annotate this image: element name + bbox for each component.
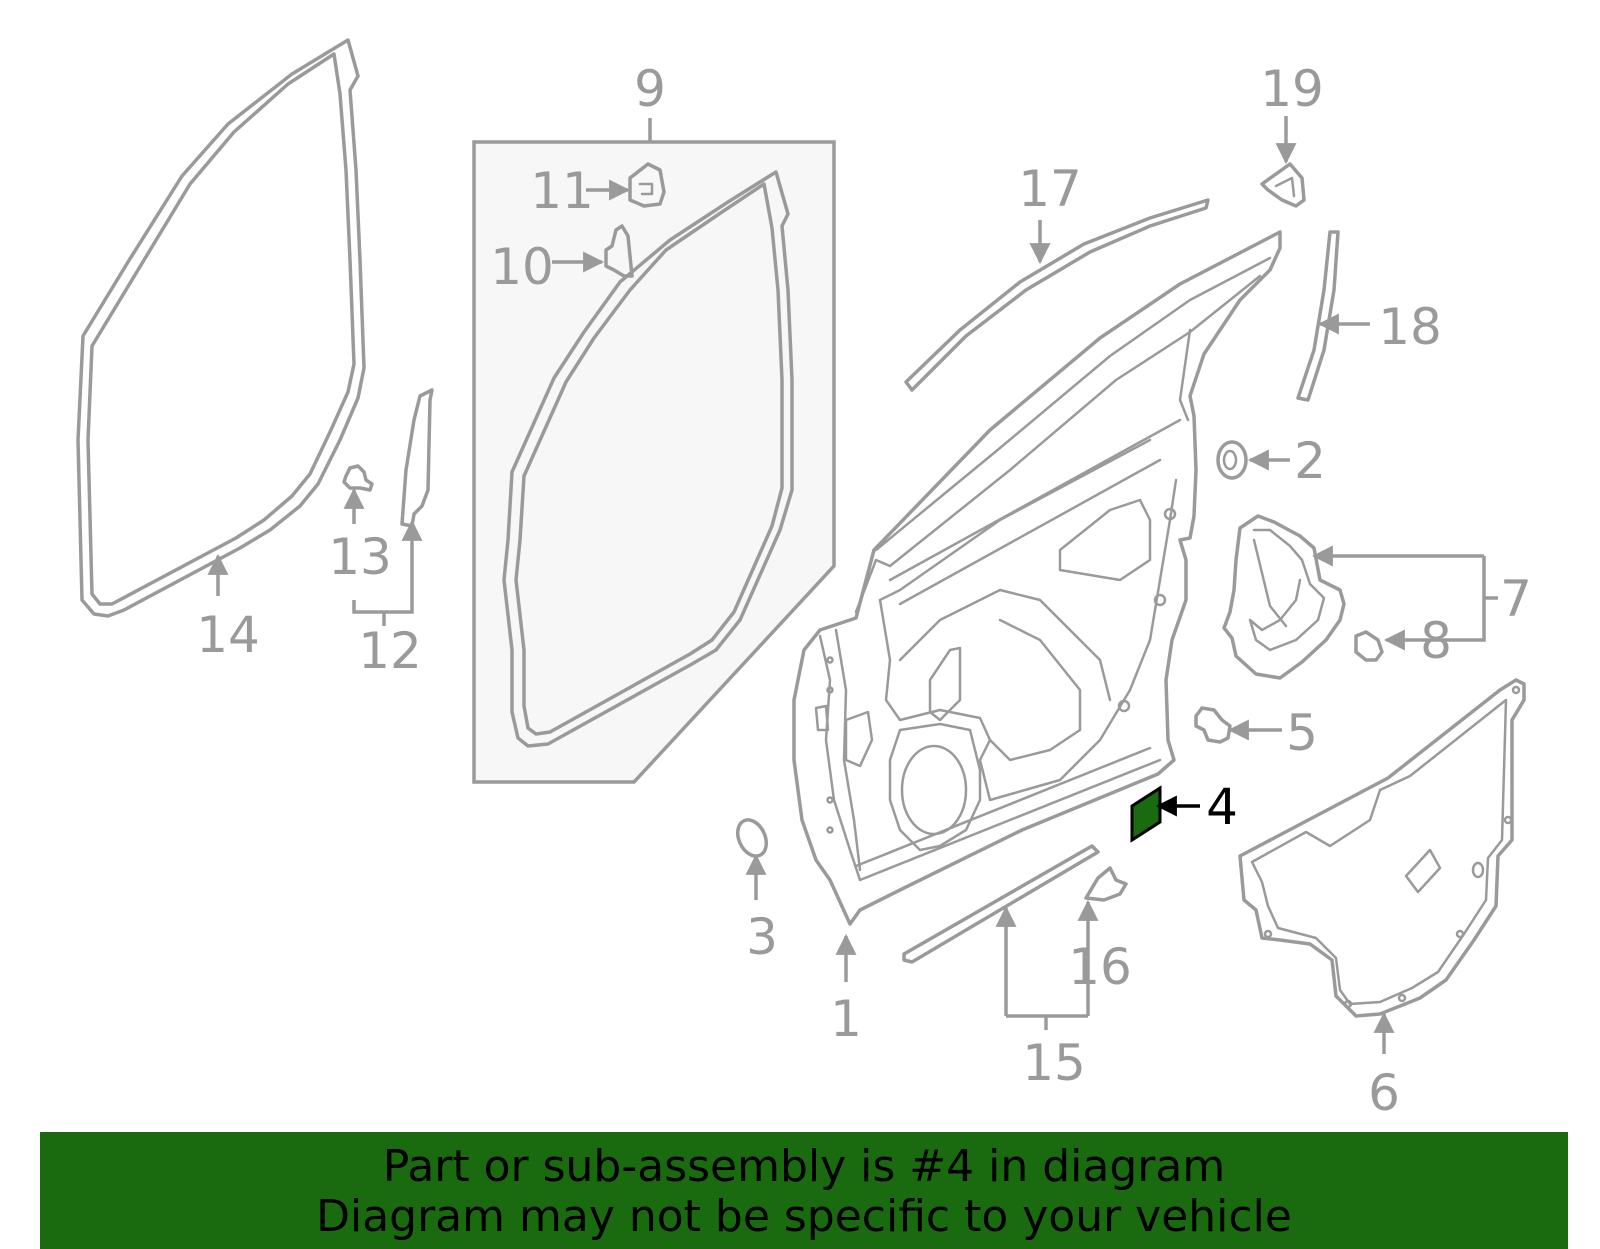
part-5-bolt	[1194, 706, 1232, 744]
part-9-box	[472, 140, 836, 784]
part-16-bracket	[1084, 866, 1128, 902]
part-12-trim	[400, 388, 434, 528]
callout-4: 4	[1206, 778, 1238, 836]
callout-11: 11	[530, 162, 594, 220]
part-3-plug	[735, 818, 769, 858]
callout-17: 17	[1018, 160, 1082, 218]
callout-5: 5	[1286, 704, 1318, 762]
part-1-door-shell	[792, 230, 1282, 926]
info-banner: Part or sub-assembly is #4 in diagram Di…	[40, 1132, 1568, 1249]
callout-19: 19	[1260, 60, 1324, 118]
part-19-bracket	[1260, 162, 1306, 208]
leader-lines	[207, 116, 1498, 1054]
part-2-grommet	[1216, 440, 1248, 480]
callout-18: 18	[1378, 298, 1442, 356]
banner-line-1: Part or sub-assembly is #4 in diagram	[382, 1141, 1226, 1192]
part-17-molding	[904, 198, 1210, 392]
callout-2: 2	[1294, 432, 1326, 490]
part-10-bracket	[604, 224, 634, 278]
callout-12: 12	[358, 622, 422, 680]
callout-7: 7	[1500, 570, 1532, 628]
part-13-clip	[342, 464, 374, 492]
callout-6: 6	[1368, 1064, 1400, 1122]
callout-13: 13	[328, 528, 392, 586]
part-14-weatherstrip	[76, 38, 366, 618]
callouts: 1 2 3 4 5 6 7 8 9 10 11 12 13 14 15 16 1…	[196, 60, 1532, 1122]
banner-line-2: Diagram may not be specific to your vehi…	[316, 1191, 1292, 1242]
part-8-screw	[1354, 630, 1384, 662]
callout-9: 9	[634, 60, 666, 118]
callout-15: 15	[1022, 1034, 1086, 1092]
part-6-panel	[1238, 678, 1526, 1018]
callout-1: 1	[830, 990, 862, 1048]
part-7-bracket	[1222, 514, 1346, 680]
callout-14: 14	[196, 606, 260, 664]
callout-10: 10	[490, 238, 554, 296]
part-18-strip	[1296, 230, 1340, 402]
callout-16: 16	[1068, 938, 1132, 996]
part-11-bracket	[628, 162, 666, 208]
callout-8: 8	[1420, 612, 1452, 670]
callout-3: 3	[746, 908, 778, 966]
part-4-highlighted	[1130, 785, 1162, 843]
